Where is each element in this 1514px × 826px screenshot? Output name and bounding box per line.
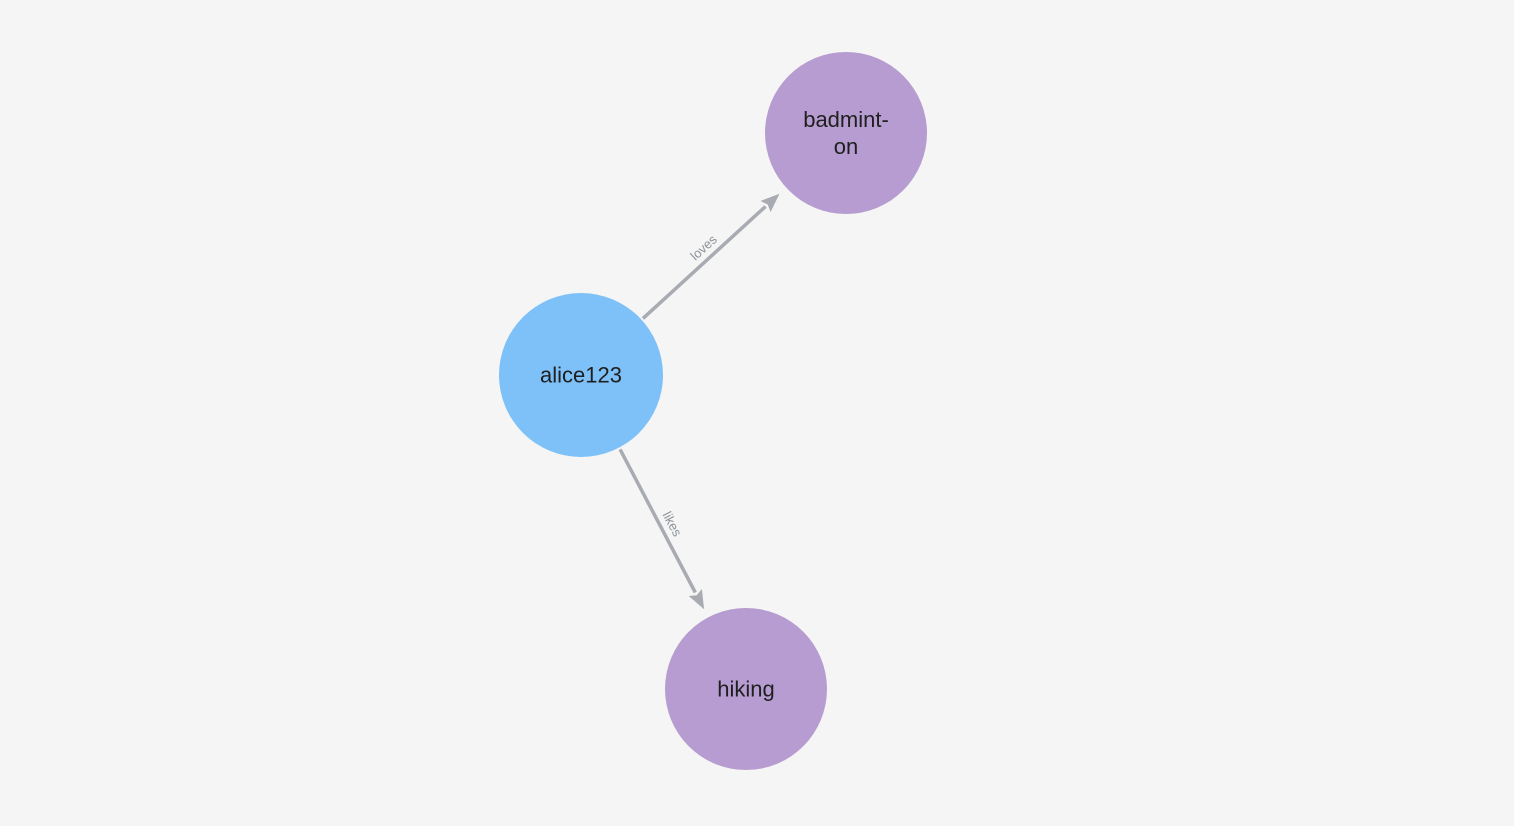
graph-node-badminton[interactable]: badmint-on [765, 52, 927, 214]
edge-line[interactable] [618, 448, 697, 594]
edge-label: loves [687, 231, 720, 263]
node-circle-badminton[interactable] [765, 52, 927, 214]
edge-arrowhead [760, 193, 780, 212]
edge-line[interactable] [641, 205, 767, 320]
graph-node-alice123[interactable]: alice123 [499, 293, 663, 457]
graph-node-hiking[interactable]: hiking [665, 608, 827, 770]
graph-edge-likes[interactable]: likes [618, 448, 705, 610]
graph-edge-loves[interactable]: loves [641, 193, 780, 320]
node-circle-alice123[interactable] [499, 293, 663, 457]
edge-arrowhead [688, 589, 705, 610]
node-circle-hiking[interactable] [665, 608, 827, 770]
